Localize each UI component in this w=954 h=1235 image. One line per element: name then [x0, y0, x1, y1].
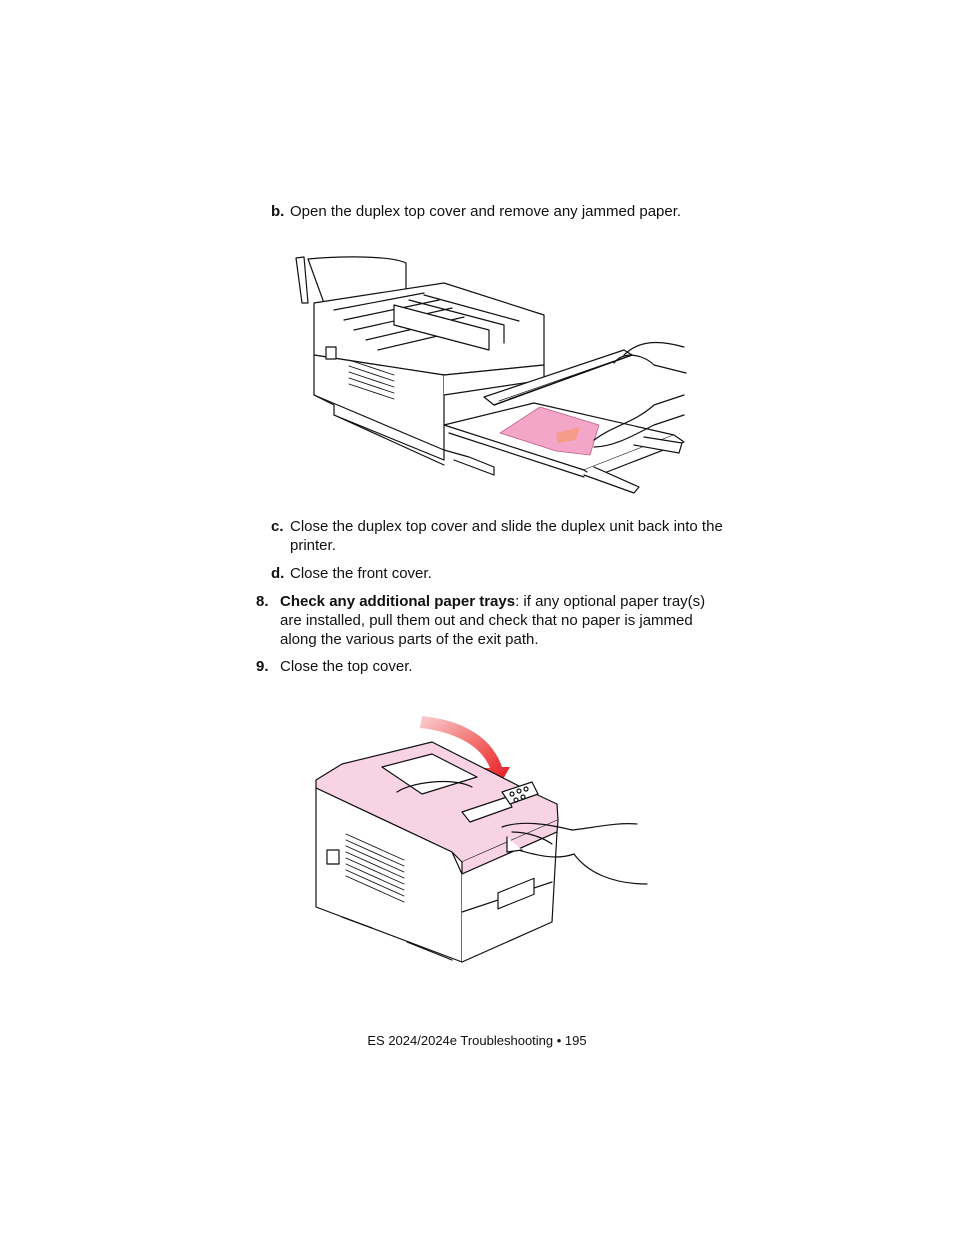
step-d-marker: d.: [271, 565, 285, 582]
step-c-text: Close the duplex top cover and slide the…: [290, 518, 723, 554]
figure-duplex-jam: [294, 255, 694, 500]
step-9-marker: 9.: [256, 658, 269, 675]
step-8-marker: 8.: [256, 593, 269, 610]
step-c-marker: c.: [271, 518, 284, 535]
step-b: b. Open the duplex top cover and remove …: [271, 202, 731, 221]
step-c: c. Close the duplex top cover and slide …: [271, 517, 731, 555]
step-8-text: : if any optional paper tray(s) are inst…: [280, 593, 706, 648]
step-9-text: Close the top cover.: [280, 658, 413, 675]
step-9: 9. Close the top cover.: [256, 657, 726, 676]
figure-close-top-cover: [312, 712, 652, 972]
step-8: 8. Check any additional paper trays: if …: [256, 592, 726, 649]
step-d: d. Close the front cover.: [271, 564, 731, 583]
step-d-text: Close the front cover.: [290, 565, 432, 582]
step-b-text: Open the duplex top cover and remove any…: [290, 203, 682, 220]
step-8-body: Check any additional paper trays: if any…: [256, 592, 726, 649]
step-b-marker: b.: [271, 203, 285, 220]
step-8-heading: Check any additional paper trays: [280, 593, 516, 610]
page-footer: ES 2024/2024e Troubleshooting • 195: [367, 1033, 587, 1048]
